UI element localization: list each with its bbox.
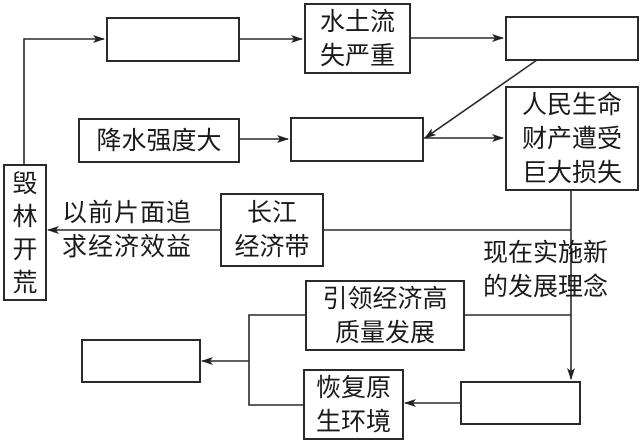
high-quality-text: 引领经济高 质量发展 [322, 283, 448, 347]
heavy-rain-text: 降水强度大 [96, 125, 222, 155]
high-quality-box: 引领经济高 质量发展 [305, 280, 465, 351]
loss-text: 人民生命 财产遭受 巨大损失 [521, 89, 622, 187]
blank-box-middle[interactable] [290, 117, 424, 162]
blank-box-bottom-right[interactable] [460, 381, 581, 425]
restore-env-box: 恢复原 生环境 [303, 369, 404, 440]
heavy-rain-box: 降水强度大 [78, 118, 240, 163]
soil-erosion-text: 水土流 失严重 [319, 6, 395, 70]
edge-label-now: 现在实施新 的发展理念 [483, 238, 609, 301]
blank-box-bottom-left[interactable] [81, 339, 201, 383]
deforestation-text: 毁 林 开 荒 [12, 168, 38, 297]
blank-box-top-right[interactable] [505, 16, 639, 61]
yangtze-belt-box: 长江 经济带 [220, 193, 324, 267]
restore-env-text: 恢复原 生环境 [315, 372, 391, 436]
edge-label-past: 以前片面追 求经济效益 [62, 198, 193, 261]
blank-box-top-left[interactable] [106, 17, 240, 62]
yangtze-belt-text: 长江 经济带 [234, 198, 310, 261]
edge-high-quality-to-merge [248, 314, 305, 406]
loss-box: 人民生命 财产遭受 巨大损失 [505, 86, 639, 191]
soil-erosion-box: 水土流 失严重 [304, 3, 411, 74]
deforestation-box: 毁 林 开 荒 [3, 164, 47, 301]
